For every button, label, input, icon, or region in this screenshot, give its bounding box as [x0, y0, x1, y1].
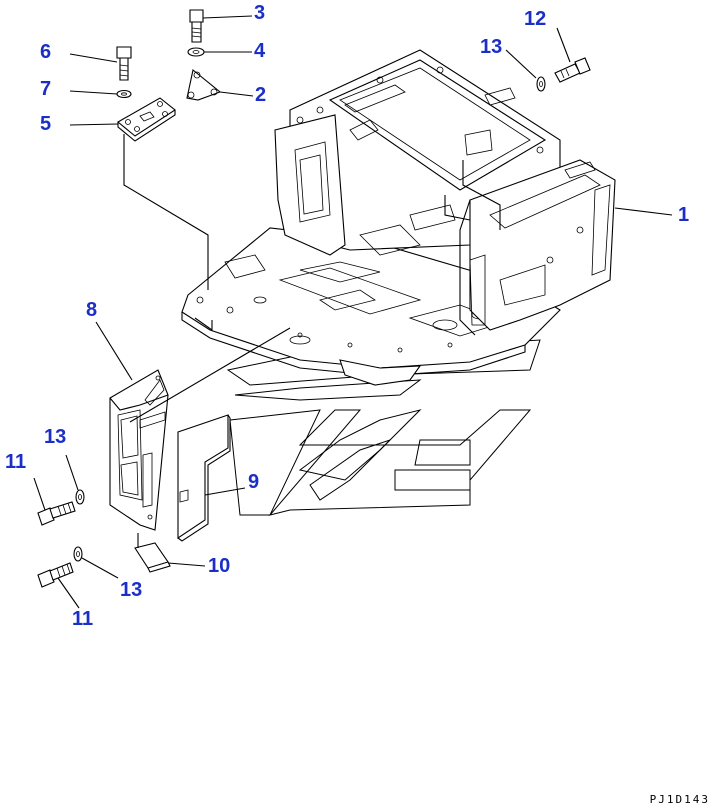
washer-7 [116, 89, 132, 99]
callout-4[interactable]: 4 [254, 40, 266, 62]
callout-13-mid[interactable]: 13 [44, 426, 67, 448]
cover-8 [109, 369, 169, 531]
guide-lines [123, 134, 501, 548]
callout-9[interactable]: 9 [248, 471, 260, 493]
washer-13-top [536, 76, 546, 92]
callout-10[interactable]: 10 [208, 555, 231, 577]
bolt-3 [189, 9, 204, 43]
bracket-triangle [186, 69, 222, 101]
bolt-11-lower [37, 562, 74, 588]
washer-4 [187, 47, 205, 57]
callout-7[interactable]: 7 [40, 78, 52, 100]
callout-13-low[interactable]: 13 [120, 579, 143, 601]
callout-3[interactable]: 3 [254, 2, 266, 24]
callout-5[interactable]: 5 [40, 113, 52, 135]
rubber-10 [134, 542, 171, 573]
callout-1[interactable]: 1 [678, 204, 690, 226]
washer-13-low [73, 546, 83, 562]
bolt-11-upper [37, 501, 76, 526]
plate-5 [117, 97, 176, 142]
washer-13-mid [75, 489, 85, 505]
callout-12[interactable]: 12 [524, 8, 547, 30]
callout-11-lower[interactable]: 11 [72, 608, 94, 630]
callout-13-top[interactable]: 13 [480, 36, 503, 58]
drawing-code: PJ1D143 [649, 793, 710, 806]
main-frame [181, 49, 616, 386]
leader-lines [33, 15, 673, 609]
callout-11-upper[interactable]: 11 [5, 451, 27, 473]
ghost-outline [226, 339, 541, 516]
plate-9 [177, 414, 231, 542]
bolt-12 [554, 57, 591, 83]
bolt-6 [116, 46, 132, 81]
callout-6[interactable]: 6 [40, 41, 52, 63]
callout-8[interactable]: 8 [86, 299, 98, 321]
callout-2[interactable]: 2 [255, 84, 267, 106]
